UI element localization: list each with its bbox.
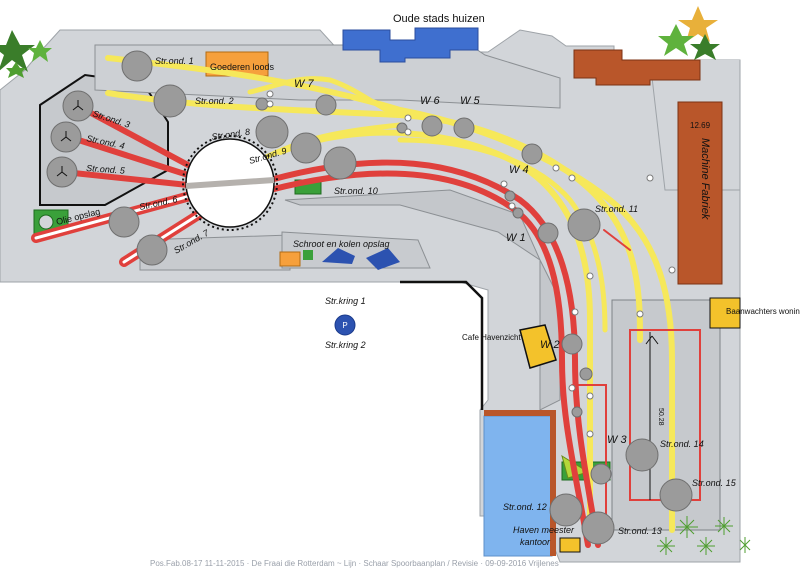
yellow-tracks: [105, 55, 675, 533]
label-substation-11: Str.ond. 11: [595, 204, 638, 214]
disc-9: [290, 132, 322, 164]
track-main-red-2: [267, 170, 591, 548]
disc-2: [153, 84, 187, 118]
track-branch-9: [257, 122, 403, 163]
label-harbour-master-2: kantoor: [520, 537, 551, 547]
disc-w2: [561, 333, 583, 355]
label-goods-shed: Goederen loods: [210, 62, 275, 72]
factory-crossing: [603, 229, 631, 251]
track-main-red: [267, 159, 601, 548]
scrap-box-orange: [279, 251, 301, 267]
footer-note: Pos.Fab.08-17 11-11-2015 · De Fraai die …: [150, 559, 559, 568]
label-switch-w7: W 7: [294, 78, 314, 90]
disc-w1: [537, 222, 559, 244]
label-substation-5: Str.ond. 5: [86, 163, 126, 176]
machine-factory: [677, 101, 723, 285]
harbour-master-office: [559, 537, 581, 553]
yard-frame-red-2: [571, 384, 607, 541]
track-w7-loop: [247, 76, 403, 118]
label-substation-1: Str.ond. 1: [155, 56, 194, 66]
turntable: [182, 135, 278, 231]
label-harbour-master-1: Haven meester: [513, 525, 575, 535]
label-switch-w5: W 5: [460, 95, 480, 107]
label-circuit-2: Str.kring 2: [325, 340, 366, 350]
label-switch-w4: W 4: [509, 164, 529, 176]
disc-1: [121, 50, 153, 82]
disc-12: [549, 493, 583, 527]
label-switch-w1: W 1: [506, 232, 526, 244]
label-level-crossing-house: Baanwachters woning: [726, 307, 800, 316]
harbour-water: [483, 415, 553, 557]
disc-w5: [453, 117, 475, 139]
cafe-building: [519, 324, 557, 369]
substation-discs: [46, 50, 693, 545]
quay-wall: [400, 280, 484, 410]
disc-w6: [421, 115, 443, 137]
label-switch-w2: W 2: [540, 339, 560, 351]
tree-top-right: [658, 6, 720, 60]
factory-annex: [573, 49, 701, 86]
yard-frame-red: [629, 329, 701, 501]
switch-dots: [266, 90, 676, 438]
tree-bottom-right: [657, 516, 751, 555]
label-switch-w3: W 3: [607, 434, 627, 446]
label-dimension: 50.28: [657, 408, 664, 426]
map-title: Oude stads huizen: [393, 13, 485, 25]
label-substation-2: Str.ond. 2: [195, 96, 234, 106]
label-substation-14: Str.ond. 14: [660, 439, 704, 449]
track-stall-3: [75, 103, 191, 168]
disc-10: [323, 146, 357, 180]
level-crossing-house: [709, 297, 741, 329]
label-substation-12: Str.ond. 12: [503, 502, 547, 512]
circuit-badge: P: [334, 314, 356, 336]
disc-6: [108, 206, 140, 238]
disc-w3: [590, 463, 612, 485]
coal-heap-2: [366, 248, 400, 270]
track-stall-5: [61, 169, 191, 188]
scrap-box-green: [303, 250, 313, 260]
label-scrap-storage: Schroot en kolen opslag: [293, 239, 390, 249]
disc-11: [567, 208, 601, 242]
label-substation-13: Str.ond. 13: [618, 526, 662, 536]
track-upper-2: [105, 90, 643, 343]
lower-left-ground: [139, 234, 291, 271]
track-inner-2: [397, 137, 608, 333]
center-ground: [284, 189, 561, 411]
circuit-badge-label: P: [342, 321, 347, 330]
disc-14: [625, 438, 659, 472]
old-town-houses: [342, 27, 479, 63]
label-circuit-1: Str.kring 1: [325, 296, 366, 306]
label-machine-factory: Machine Fabriek: [699, 138, 711, 220]
coal-heap-1: [322, 248, 355, 264]
disc-7: [136, 234, 168, 266]
label-substation-15: Str.ond. 15: [692, 478, 737, 488]
stall-markers: [56, 100, 84, 177]
disc-w4: [521, 143, 543, 165]
labels: Oude stads huizen Goederen loods Machine…: [55, 13, 800, 568]
label-switch-w6: W 6: [420, 95, 440, 107]
disc-15: [659, 478, 693, 512]
disc-8: [255, 115, 289, 149]
label-cafe: Cafe Havenzicht: [462, 333, 521, 342]
trees: [0, 6, 751, 555]
track-stall-4: [63, 133, 191, 178]
label-factory-size: 12.69: [690, 121, 711, 130]
label-substation-10: Str.ond. 10: [334, 186, 378, 196]
disc-13: [581, 511, 615, 545]
tree-top-left: [0, 30, 52, 78]
disc-w7: [315, 94, 337, 116]
